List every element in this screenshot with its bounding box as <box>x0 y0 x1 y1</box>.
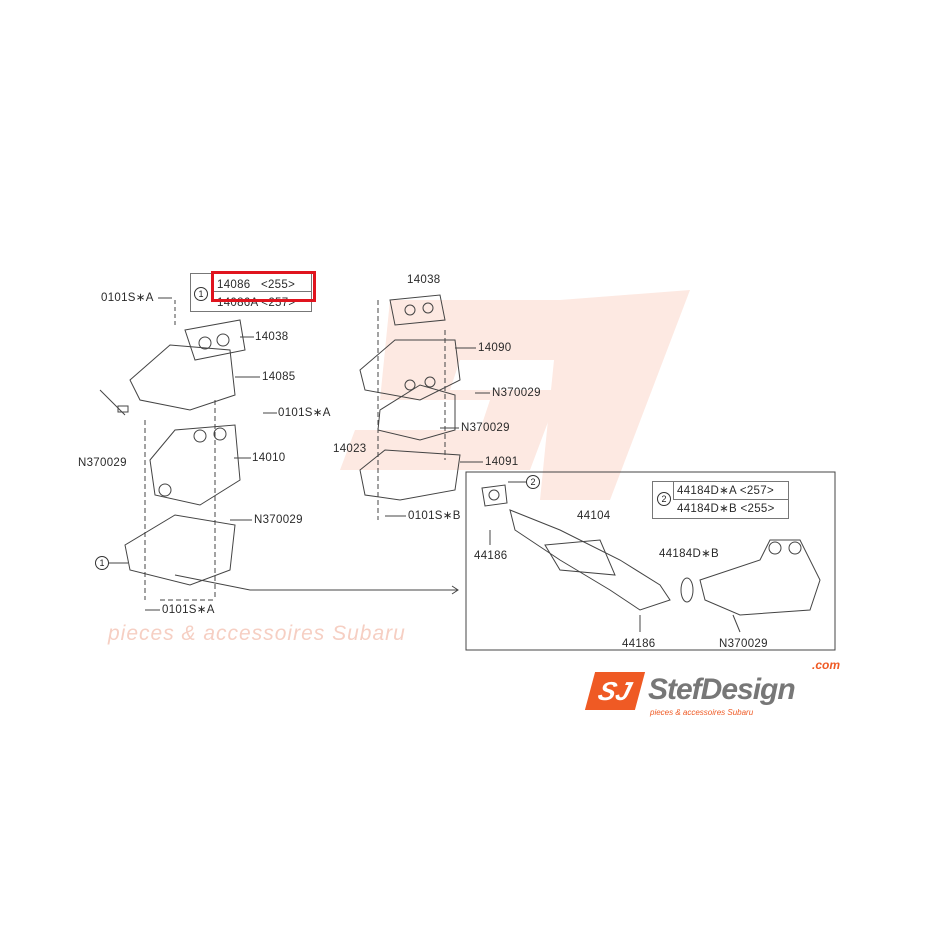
highlight-box <box>211 271 316 302</box>
stefdesign-logo: SJ StefDesign .com pieces & accessoires … <box>584 659 850 718</box>
part-label: 44104 <box>577 510 611 522</box>
part-label: 0101S∗A <box>278 407 331 419</box>
part-label: 0101S∗A <box>162 604 215 616</box>
part-label: 0101S∗A <box>101 292 154 304</box>
part-label: N370029 <box>254 514 303 526</box>
watermark-tagline: pieces & accessoires Subaru <box>108 622 406 645</box>
callout-row: 44184D∗A <257> <box>677 485 774 497</box>
logo-brand: StefDesign <box>648 673 796 706</box>
part-label: 14085 <box>262 371 296 383</box>
part-label: 0101S∗B <box>408 510 461 522</box>
part-label: 14090 <box>478 342 512 354</box>
part-label: 44186 <box>622 638 656 650</box>
part-label: N370029 <box>78 457 127 469</box>
callout-marker: 2 <box>657 492 671 506</box>
callout-marker: 1 <box>194 287 208 301</box>
part-label: 14038 <box>255 331 289 343</box>
part-label: 14038 <box>407 274 441 286</box>
part-label: 44184D∗B <box>659 548 719 560</box>
logo-domain: .com <box>812 658 841 672</box>
callout-row: 44184D∗B <255> <box>677 503 775 515</box>
part-label: 14091 <box>485 456 519 468</box>
callout-row: 14086 <255> <box>217 279 296 291</box>
callout-marker: 1 <box>95 556 109 570</box>
logo-mark: SJ <box>584 672 646 710</box>
part-label: 14023 <box>333 443 367 455</box>
part-label: 44186 <box>474 550 508 562</box>
part-label: N370029 <box>492 387 541 399</box>
callout-marker: 2 <box>526 475 540 489</box>
part-label: N370029 <box>461 422 510 434</box>
logo-tagline: pieces & accessoires Subaru <box>650 708 754 717</box>
part-label: 14010 <box>252 452 286 464</box>
callout-box-right <box>652 481 789 519</box>
part-label: N370029 <box>719 638 768 650</box>
